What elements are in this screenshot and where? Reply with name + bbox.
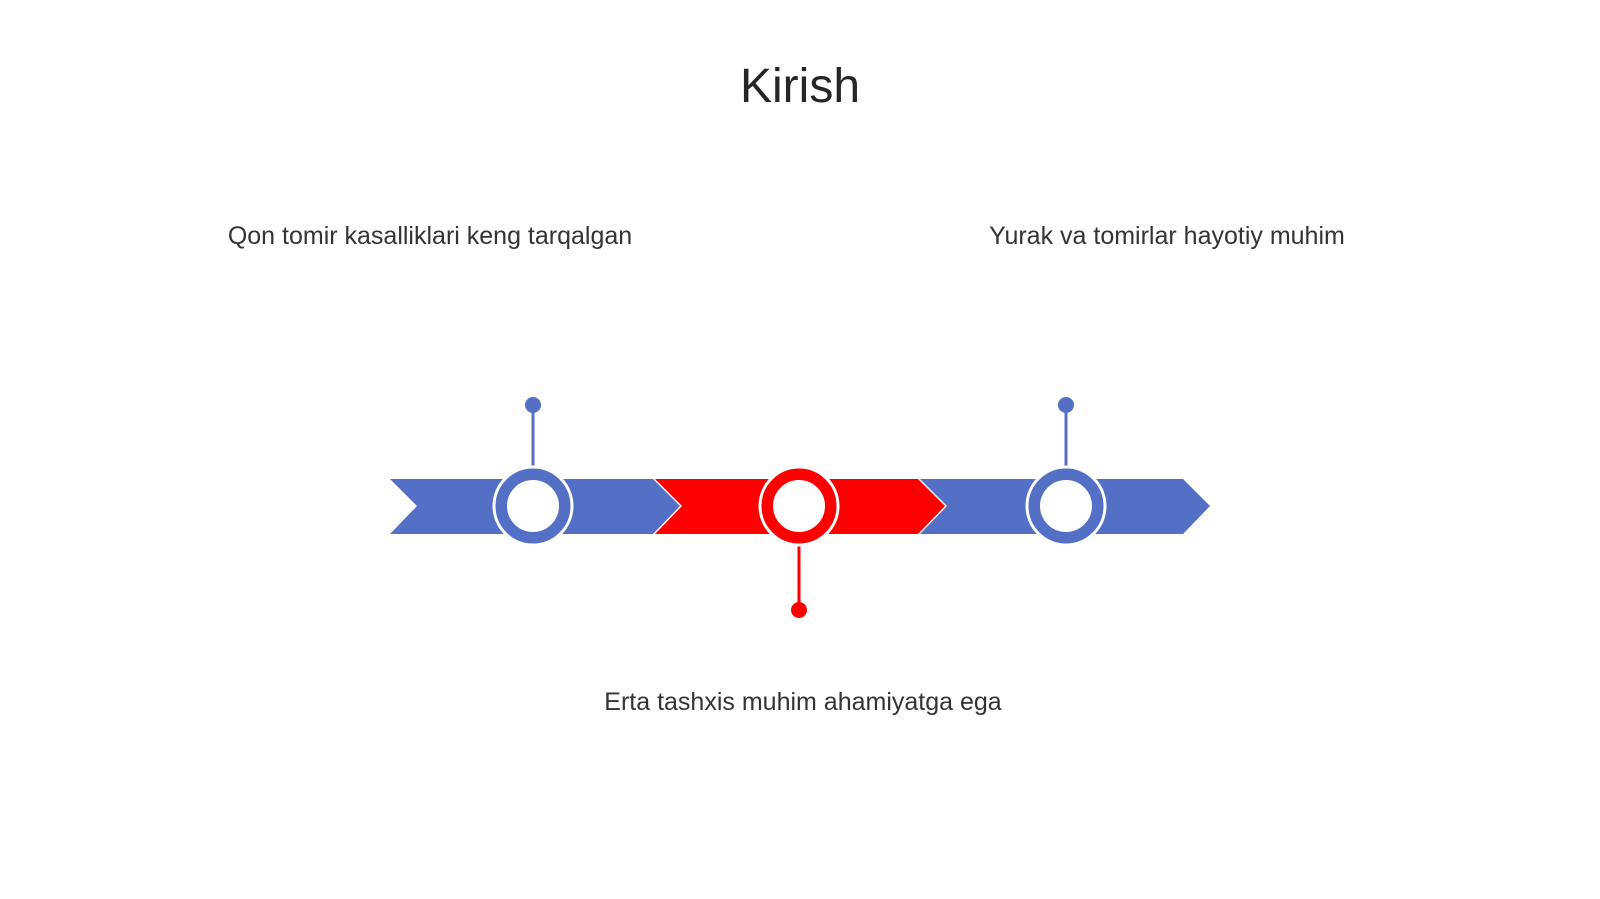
milestone-dot-1 [525,397,541,413]
milestone-label-2: Erta tashxis muhim ahamiyatga ega [604,688,1002,716]
milestone-ring-halo-1 [492,465,574,547]
milestone-dot-2 [791,602,807,618]
milestone-ring-halo-2 [758,465,840,547]
milestone-ring-halo-3 [1025,465,1107,547]
milestone-ring-1 [495,468,571,544]
milestone-ring-3 [1028,468,1104,544]
milestone-ring-2 [761,468,837,544]
milestone-dot-3 [1058,397,1074,413]
milestone-label-1: Qon tomir kasalliklari keng tarqalgan [227,222,633,250]
milestone-label-3: Yurak va tomirlar hayotiy muhim [989,222,1345,250]
slide-title: Kirish [739,60,861,113]
